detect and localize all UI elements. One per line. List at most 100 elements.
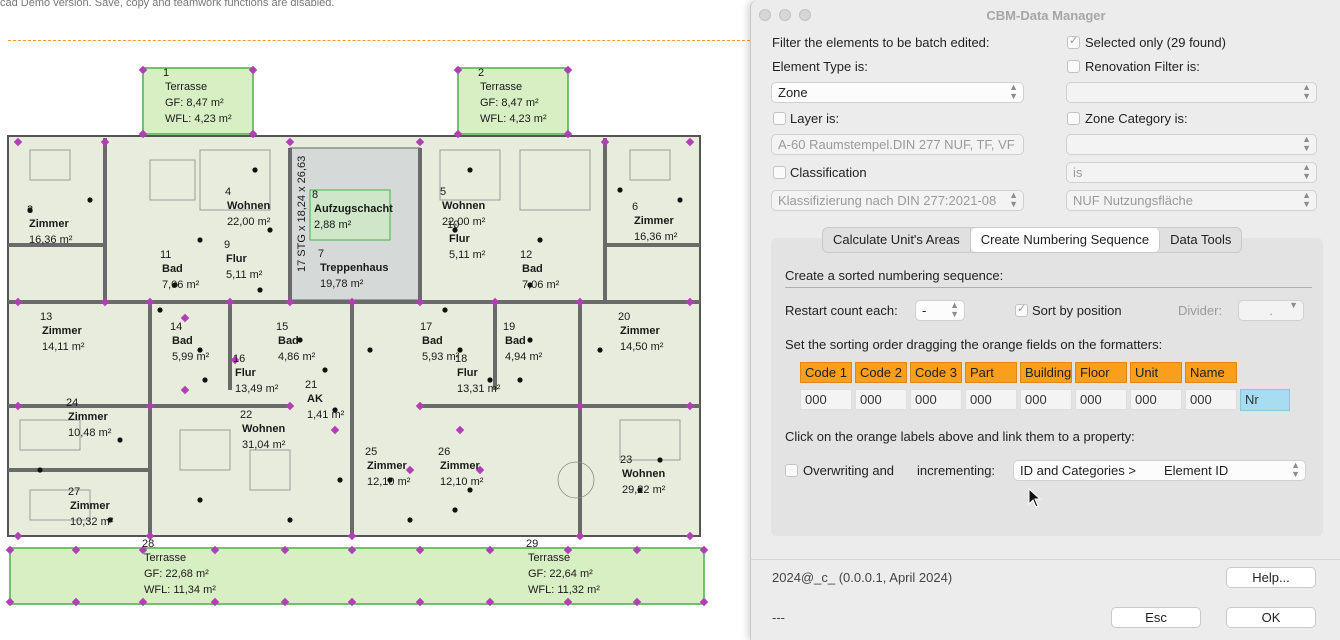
zone-handle[interactable] bbox=[475, 465, 485, 475]
sorting-order-label: Set the sorting order dragging the orang… bbox=[785, 337, 1163, 352]
zone-handle[interactable] bbox=[455, 425, 465, 435]
zone-handle[interactable] bbox=[415, 297, 425, 307]
zone-handle[interactable] bbox=[453, 65, 463, 75]
zone-handle[interactable] bbox=[485, 545, 495, 555]
footer-divider bbox=[750, 559, 1340, 560]
zone-handle[interactable] bbox=[685, 297, 695, 307]
zone-category-select[interactable]: ▲▼ bbox=[1066, 134, 1317, 155]
divider-select[interactable]: .▼ bbox=[1238, 300, 1304, 321]
zone-handle[interactable] bbox=[415, 545, 425, 555]
zone-handle[interactable] bbox=[575, 401, 585, 411]
zone-handle[interactable] bbox=[280, 597, 290, 607]
zone-handle[interactable] bbox=[285, 137, 295, 147]
window-titlebar[interactable]: CBM-Data Manager bbox=[751, 0, 1340, 31]
zoom-window-icon[interactable] bbox=[799, 9, 811, 21]
zone-handle[interactable] bbox=[575, 297, 585, 307]
formatter-code-1[interactable]: Code 1 bbox=[800, 362, 852, 383]
tab-calculate-units-areas[interactable]: Calculate Unit's Areas bbox=[823, 228, 971, 252]
demo-banner: cad Demo version. Save, copy and teamwor… bbox=[0, 0, 335, 9]
restart-count-select[interactable]: -▲▼ bbox=[915, 300, 965, 321]
formatter-floor[interactable]: Floor bbox=[1075, 362, 1127, 383]
zone-handle[interactable] bbox=[632, 597, 642, 607]
zone-handle[interactable] bbox=[415, 137, 425, 147]
zone-handle[interactable] bbox=[563, 597, 573, 607]
overwriting-checkbox[interactable] bbox=[785, 464, 798, 477]
ok-button[interactable]: OK bbox=[1226, 607, 1316, 628]
formatter-code-3[interactable]: Code 3 bbox=[910, 362, 962, 383]
layer-checkbox[interactable] bbox=[773, 112, 786, 125]
zone-handle[interactable] bbox=[405, 465, 415, 475]
zone-handle[interactable] bbox=[347, 545, 357, 555]
formatter-value-code-2: 000 bbox=[855, 389, 907, 410]
zone-category-checkbox[interactable] bbox=[1067, 112, 1080, 125]
property-select[interactable]: ID and Categories >Element ID▲▼ bbox=[1013, 460, 1306, 481]
zone-handle[interactable] bbox=[280, 545, 290, 555]
sort-by-position-checkbox[interactable]: ✓ bbox=[1015, 303, 1028, 317]
zone-point bbox=[617, 187, 623, 193]
classification-checkbox[interactable] bbox=[773, 166, 786, 179]
zone-handle[interactable] bbox=[145, 297, 155, 307]
zone-handle[interactable] bbox=[347, 597, 357, 607]
zone-handle[interactable] bbox=[453, 129, 463, 139]
zone-handle[interactable] bbox=[145, 401, 155, 411]
classification-operator-value: is bbox=[1073, 165, 1083, 180]
zone-handle[interactable] bbox=[13, 401, 23, 411]
zone-handle[interactable] bbox=[230, 355, 240, 365]
zone-handle[interactable] bbox=[285, 401, 295, 411]
element-type-select[interactable]: Zone▲▼ bbox=[771, 82, 1024, 103]
zone-handle[interactable] bbox=[100, 137, 110, 147]
zone-handle[interactable] bbox=[180, 313, 190, 323]
property-value: Element ID bbox=[1164, 463, 1229, 478]
classification-system-select[interactable]: Klassifizierung nach DIN 277:2021-08▲▼ bbox=[771, 190, 1024, 211]
tab-create-numbering-sequence[interactable]: Create Numbering Sequence bbox=[970, 228, 1161, 252]
classification-value-select[interactable]: NUF Nutzungsfläche▲▼ bbox=[1066, 190, 1317, 211]
zone-handle[interactable] bbox=[685, 401, 695, 411]
zone-handle[interactable] bbox=[699, 597, 709, 607]
zone-point bbox=[287, 517, 293, 523]
zone-handle[interactable] bbox=[100, 297, 110, 307]
filter-label: Filter the elements to be batch edited: bbox=[772, 35, 990, 50]
formatter-building[interactable]: Building bbox=[1020, 362, 1072, 383]
minimize-window-icon[interactable] bbox=[779, 9, 791, 21]
zone-handle[interactable] bbox=[285, 297, 295, 307]
zone-handle[interactable] bbox=[13, 297, 23, 307]
layer-select[interactable]: A-60 Raumstempel.DIN 277 NUF, TF, VF bbox=[771, 134, 1024, 155]
zone-handle[interactable] bbox=[347, 297, 357, 307]
zone-handle[interactable] bbox=[330, 425, 340, 435]
formatter-unit[interactable]: Unit bbox=[1130, 362, 1182, 383]
zone-handle[interactable] bbox=[415, 597, 425, 607]
zone-handle[interactable] bbox=[248, 129, 258, 139]
nr-field[interactable]: Nr bbox=[1240, 389, 1290, 411]
formatter-code-2[interactable]: Code 2 bbox=[855, 362, 907, 383]
status-text: --- bbox=[772, 610, 785, 625]
zone-handle[interactable] bbox=[138, 129, 148, 139]
formatter-name[interactable]: Name bbox=[1185, 362, 1237, 383]
help-button[interactable]: Help... bbox=[1226, 567, 1316, 588]
zone-handle[interactable] bbox=[225, 297, 235, 307]
tab-bar: Calculate Unit's Areas Create Numbering … bbox=[822, 227, 1243, 253]
zone-handle[interactable] bbox=[490, 297, 500, 307]
zone-handle[interactable] bbox=[347, 531, 357, 541]
tab-data-tools[interactable]: Data Tools bbox=[1170, 232, 1232, 247]
zone-handle[interactable] bbox=[180, 385, 190, 395]
renovation-filter-checkbox[interactable] bbox=[1067, 60, 1080, 73]
renovation-filter-select[interactable]: ▲▼ bbox=[1066, 82, 1317, 103]
zone-handle[interactable] bbox=[485, 597, 495, 607]
esc-button[interactable]: Esc bbox=[1111, 607, 1201, 628]
zone-handle[interactable] bbox=[415, 401, 425, 411]
close-window-icon[interactable] bbox=[759, 9, 771, 21]
classification-operator-select[interactable]: is▲▼ bbox=[1066, 162, 1317, 183]
formatter-part[interactable]: Part bbox=[965, 362, 1017, 383]
zone-point bbox=[487, 377, 493, 383]
selected-only-checkbox[interactable]: ✓ bbox=[1067, 35, 1080, 49]
